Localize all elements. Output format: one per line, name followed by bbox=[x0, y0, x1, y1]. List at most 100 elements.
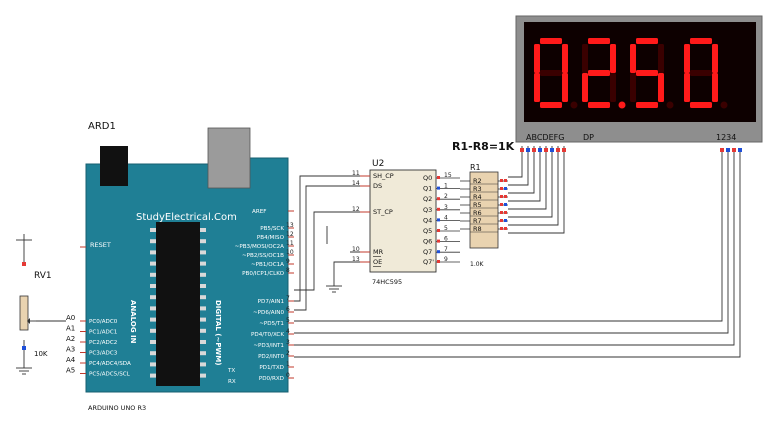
digital-pin-name: PB5/SCK bbox=[260, 226, 284, 232]
pot-value: 10K bbox=[34, 350, 48, 358]
aref-label: AREF bbox=[252, 209, 266, 215]
chip-pin bbox=[150, 272, 156, 277]
chip-pin bbox=[150, 362, 156, 367]
analog-pin-name: PC5/ADC5/SCL bbox=[89, 372, 131, 378]
sr-output-num: 6 bbox=[444, 236, 448, 243]
digital-pin-name: PB0/ICP1/CLKO bbox=[242, 271, 284, 277]
sr-output-num: 2 bbox=[444, 193, 448, 200]
resistor-note: R1-R8=1K bbox=[452, 140, 515, 153]
resistor-label: R6 bbox=[473, 209, 482, 217]
chip-pin bbox=[200, 340, 206, 344]
analog-pin-num: A0 bbox=[66, 314, 75, 322]
digital-pin-name: PD4/T0/XCK bbox=[251, 332, 284, 338]
dp-label: DP bbox=[583, 133, 594, 142]
resistor-label: R5 bbox=[473, 201, 482, 209]
chip-pin bbox=[150, 306, 156, 311]
digital-pin-num: 11 bbox=[286, 240, 294, 247]
digital-pin-num: 7 bbox=[286, 295, 290, 302]
digital-pin-num: 5 bbox=[286, 317, 290, 324]
sr-output-num: 4 bbox=[444, 214, 448, 221]
resistor-pin-marker bbox=[504, 203, 507, 206]
digital-pin-num: 12 bbox=[286, 231, 294, 238]
digital-pin-num: 2 bbox=[286, 350, 290, 357]
reset-label: RESET bbox=[90, 241, 111, 249]
digit-0 bbox=[534, 38, 578, 109]
sr-input-name: OE bbox=[373, 258, 382, 266]
resistor-label: R3 bbox=[473, 185, 482, 193]
chip-pin bbox=[200, 250, 206, 255]
chip-pin bbox=[150, 351, 156, 356]
segment-b bbox=[610, 44, 616, 73]
chip-pin bbox=[200, 351, 206, 356]
chip-pin bbox=[150, 284, 156, 288]
sr-output-marker bbox=[437, 229, 440, 232]
segment-c bbox=[712, 73, 718, 102]
segment-d bbox=[540, 102, 562, 108]
segment-e bbox=[534, 73, 540, 102]
microcontroller-chip bbox=[156, 222, 200, 386]
wires bbox=[16, 146, 741, 375]
decimal-point bbox=[720, 101, 728, 109]
sr-output-num: 5 bbox=[444, 225, 448, 232]
segment-g bbox=[540, 70, 562, 76]
segment-label: ABCDEFG bbox=[526, 133, 564, 142]
sr-output-num: 7 bbox=[444, 246, 448, 253]
segment-a bbox=[636, 38, 658, 44]
tx-label: TX bbox=[227, 368, 235, 374]
chip-pin bbox=[200, 295, 206, 300]
segment-g bbox=[636, 70, 658, 76]
digital-pin-name: ~PB3/MOSI/OC2A bbox=[235, 244, 285, 250]
resistor-pin-marker bbox=[500, 211, 503, 214]
digital-pin-num: 8 bbox=[286, 267, 290, 274]
pot-ref: RV1 bbox=[34, 271, 52, 281]
analog-pin-num: A5 bbox=[66, 367, 75, 375]
segment-f bbox=[534, 44, 540, 73]
sr-output-marker bbox=[437, 250, 440, 254]
resistor-pin-marker bbox=[500, 219, 503, 222]
sr-input-name: ST_CP bbox=[373, 208, 393, 216]
sr-input-name: SH_CP bbox=[373, 172, 394, 180]
digital-pin-name: PD1/TXD bbox=[259, 365, 284, 371]
digital-pin-num: 10 bbox=[286, 249, 294, 256]
analog-pin-name: PC1/ADC1 bbox=[89, 330, 118, 336]
resistor-label: R4 bbox=[473, 193, 482, 201]
resistor-ref: R1 bbox=[470, 163, 481, 172]
segment-a bbox=[540, 38, 562, 44]
segment-c bbox=[658, 73, 664, 102]
chip-pin bbox=[150, 261, 156, 266]
sr-output-name: Q2 bbox=[423, 195, 432, 203]
analog-pin-name: PC0/ADC0 bbox=[89, 319, 118, 325]
segment-d bbox=[636, 102, 658, 108]
chip-pin bbox=[150, 317, 156, 322]
segment-d bbox=[690, 102, 712, 108]
chip-pin bbox=[200, 272, 206, 277]
sr-input-name: DS bbox=[373, 182, 382, 190]
sr-output-marker bbox=[437, 197, 440, 201]
sr-output-marker bbox=[437, 207, 440, 211]
digital-pin-name: PD2/INT0 bbox=[258, 354, 284, 360]
digital-pin-num: 6 bbox=[286, 306, 290, 313]
analog-pin-name: PC2/ADC2 bbox=[89, 340, 117, 346]
usb-connector bbox=[207, 127, 251, 189]
analog-pin-num: A4 bbox=[66, 356, 76, 364]
segment-e bbox=[630, 73, 636, 102]
chip-pin bbox=[200, 306, 206, 311]
digital-pin-name: ~PD5/T1 bbox=[259, 321, 284, 327]
analog-pin-name: PC4/ADC4/SDA bbox=[89, 361, 131, 367]
segment-g bbox=[588, 70, 610, 76]
chip-pin bbox=[200, 239, 206, 244]
resistor-pin-marker bbox=[504, 211, 507, 214]
chip-pin bbox=[150, 328, 156, 333]
digital-pin-name: ~PD6/AIN0 bbox=[253, 310, 284, 316]
display-pin-markers bbox=[520, 148, 742, 152]
segment-f bbox=[630, 44, 636, 73]
segment-g bbox=[690, 70, 712, 76]
digital-pin-name: PD7/AIN1 bbox=[258, 299, 285, 305]
digital-pwm-label: DIGITAL (~PWM) bbox=[214, 300, 222, 365]
analog-in-label: ANALOG IN bbox=[129, 300, 137, 344]
rx-label: RX bbox=[228, 379, 236, 385]
arduino-board: ARD1 StudyElectrical.Com AREF RESET ANAL… bbox=[66, 121, 294, 412]
